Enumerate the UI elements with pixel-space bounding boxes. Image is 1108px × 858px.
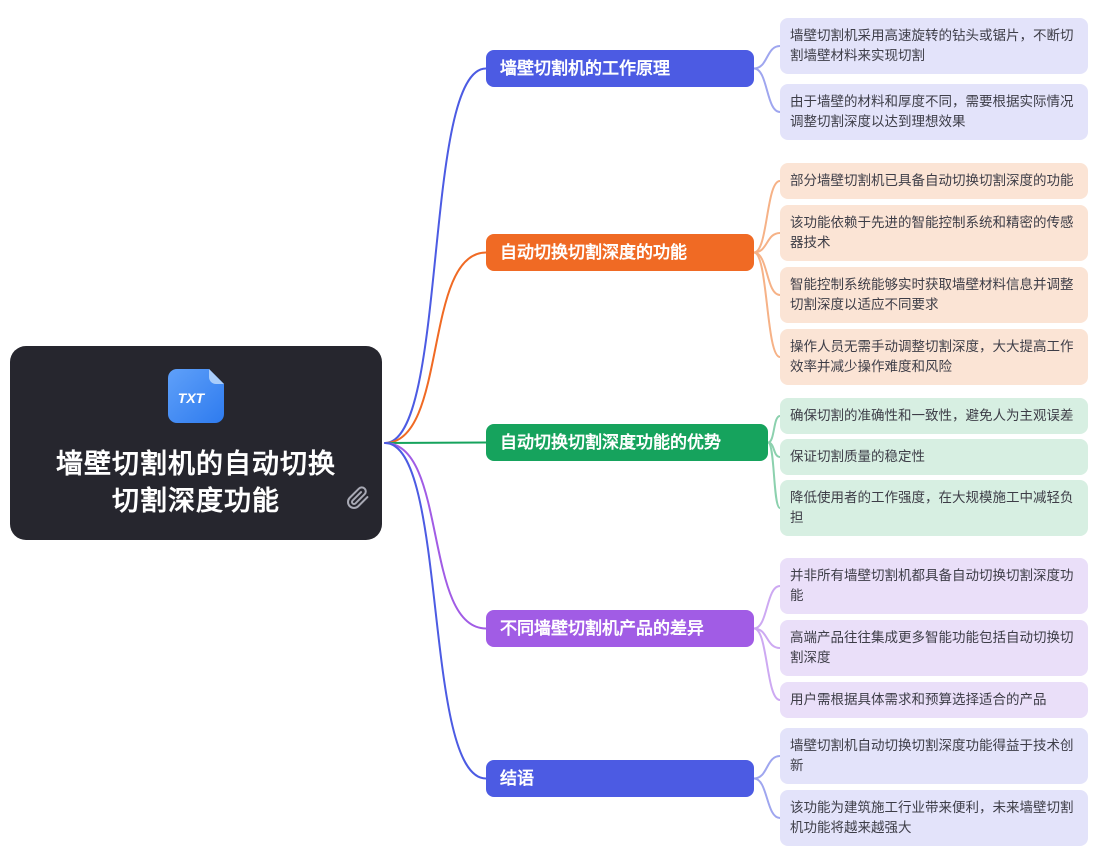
- edge-branch4-leaf-3: [753, 627, 781, 701]
- leaf-node[interactable]: 用户需根据具体需求和预算选择适合的产品: [780, 682, 1088, 718]
- edge-branch1-leaf-1: [753, 45, 781, 70]
- txt-file-icon: TXT: [168, 369, 224, 423]
- edge-root-branch-2: [384, 251, 487, 444]
- edge-branch4-leaf-2: [753, 627, 781, 649]
- edge-root-branch-5: [384, 442, 487, 780]
- leaf-node[interactable]: 高端产品往往集成更多智能功能包括自动切换切割深度: [780, 620, 1088, 676]
- branch-product-differences[interactable]: 不同墙壁切割机产品的差异: [486, 610, 754, 647]
- leaf-node[interactable]: 确保切割的准确性和一致性，避免人为主观误差: [780, 398, 1088, 434]
- root-title: 墙壁切割机的自动切换 切割深度功能: [10, 446, 382, 520]
- edge-root-branch-1: [384, 67, 487, 444]
- root-title-line2: 切割深度功能: [112, 486, 280, 516]
- root-title-line1: 墙壁切割机的自动切换: [56, 449, 336, 479]
- leaf-node[interactable]: 墙壁切割机自动切换切割深度功能得益于技术创新: [780, 728, 1088, 784]
- edge-branch2-leaf-4: [753, 251, 781, 358]
- leaf-node[interactable]: 并非所有墙壁切割机都具备自动切换切割深度功能: [780, 558, 1088, 614]
- edge-branch5-leaf-1: [753, 755, 781, 780]
- paperclip-icon[interactable]: [346, 486, 370, 510]
- edge-root-branch-3: [384, 441, 487, 444]
- branch-advantages[interactable]: 自动切换切割深度功能的优势: [486, 424, 768, 461]
- edge-branch3-leaf-3: [767, 441, 781, 509]
- edge-branch3-leaf-2: [767, 441, 781, 458]
- edge-branch5-leaf-2: [753, 777, 781, 819]
- root-node[interactable]: TXT 墙壁切割机的自动切换 切割深度功能: [10, 346, 382, 540]
- branch-auto-switch-function[interactable]: 自动切换切割深度的功能: [486, 234, 754, 271]
- leaf-node[interactable]: 保证切割质量的稳定性: [780, 439, 1088, 475]
- leaf-node[interactable]: 由于墙壁的材料和厚度不同，需要根据实际情况调整切割深度以达到理想效果: [780, 84, 1088, 140]
- leaf-node[interactable]: 墙壁切割机采用高速旋转的钻头或锯片，不断切割墙壁材料来实现切割: [780, 18, 1088, 74]
- edge-branch2-leaf-2: [753, 232, 781, 254]
- leaf-node[interactable]: 部分墙壁切割机已具备自动切换切割深度的功能: [780, 163, 1088, 199]
- edge-root-branch-4: [384, 442, 487, 630]
- edge-branch3-leaf-1: [767, 415, 781, 444]
- leaf-node[interactable]: 操作人员无需手动调整切割深度，大大提高工作效率并减少操作难度和风险: [780, 329, 1088, 385]
- leaf-node[interactable]: 降低使用者的工作强度，在大规模施工中减轻负担: [780, 480, 1088, 536]
- edge-branch4-leaf-1: [753, 585, 781, 630]
- edge-branch1-leaf-2: [753, 67, 781, 113]
- branch-working-principle[interactable]: 墙壁切割机的工作原理: [486, 50, 754, 87]
- leaf-node[interactable]: 该功能为建筑施工行业带来便利，未来墙壁切割机功能将越来越强大: [780, 790, 1088, 846]
- leaf-node[interactable]: 该功能依赖于先进的智能控制系统和精密的传感器技术: [780, 205, 1088, 261]
- edge-branch2-leaf-1: [753, 180, 781, 254]
- txt-file-badge: TXT: [178, 390, 206, 406]
- edge-branch2-leaf-3: [753, 251, 781, 296]
- leaf-node[interactable]: 智能控制系统能够实时获取墙壁材料信息并调整切割深度以适应不同要求: [780, 267, 1088, 323]
- branch-conclusion[interactable]: 结语: [486, 760, 754, 797]
